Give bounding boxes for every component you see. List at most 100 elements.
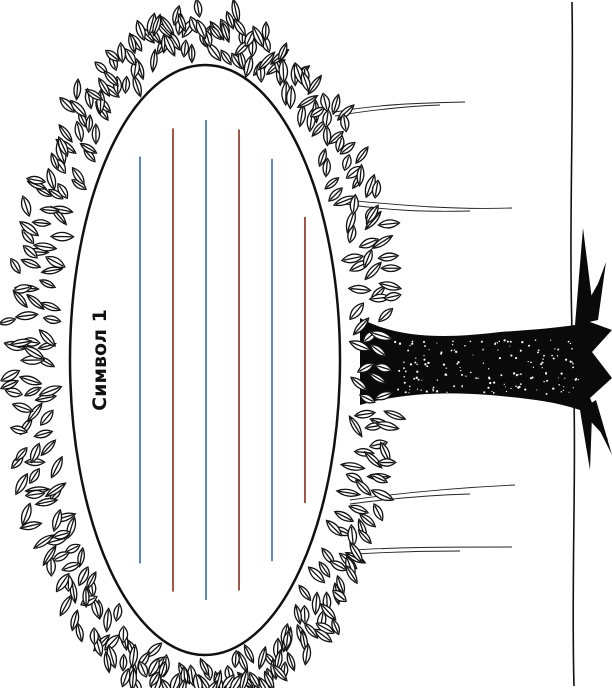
trunk-speckle bbox=[505, 386, 506, 387]
trunk-speckle bbox=[436, 343, 437, 344]
trunk-speckle bbox=[424, 363, 426, 365]
trunk-speckle bbox=[528, 345, 530, 347]
trunk-speckle bbox=[499, 341, 501, 343]
trunk-speckle bbox=[578, 379, 579, 380]
trunk-speckle bbox=[576, 378, 578, 380]
trunk-speckle bbox=[465, 376, 466, 377]
trunk-speckle bbox=[403, 367, 405, 369]
leaf-icon bbox=[103, 608, 112, 632]
trunk-speckle bbox=[524, 389, 526, 391]
trunk-speckle bbox=[570, 343, 571, 344]
trunk-speckle bbox=[497, 349, 498, 350]
trunk-speckle bbox=[557, 355, 558, 356]
trunk-speckle bbox=[507, 341, 509, 343]
trunk-speckle bbox=[489, 382, 491, 384]
leaf-icon bbox=[20, 257, 41, 271]
trunk-speckle bbox=[542, 358, 543, 359]
leaf-icon bbox=[24, 385, 42, 398]
trunk-speckle bbox=[510, 355, 512, 357]
trunk-speckle bbox=[413, 378, 415, 380]
leaf-icon bbox=[19, 373, 43, 387]
trunk-speckle bbox=[415, 358, 416, 359]
leaf-icon bbox=[348, 285, 370, 295]
trunk-speckle bbox=[409, 345, 410, 346]
symbol-label: Символ 1 bbox=[89, 309, 111, 411]
leaf-icon bbox=[378, 219, 400, 229]
leaf-icon bbox=[48, 455, 65, 479]
leaf-icon bbox=[19, 195, 33, 217]
leaf-icon bbox=[73, 79, 81, 100]
trunk-speckle bbox=[568, 341, 570, 343]
trunk-speckle bbox=[564, 378, 565, 379]
leaf-icon bbox=[27, 467, 43, 485]
leaf-icon bbox=[193, 0, 203, 18]
trunk-speckle bbox=[572, 366, 574, 368]
trunk-speckle bbox=[489, 378, 491, 380]
trunk-speckle bbox=[518, 386, 520, 388]
leaf-icon bbox=[122, 76, 130, 93]
leaf-icon bbox=[33, 428, 53, 440]
trunk-speckle bbox=[520, 383, 522, 385]
leaf-icon bbox=[32, 219, 51, 227]
trunk-speckle bbox=[561, 391, 563, 393]
leaf-icon bbox=[39, 438, 58, 457]
trunk-speckle bbox=[542, 367, 543, 368]
trunk-speckle bbox=[394, 341, 396, 343]
trunk-speckle bbox=[453, 385, 455, 387]
trunk-speckle bbox=[421, 380, 422, 381]
trunk-speckle bbox=[423, 355, 424, 356]
trunk-speckle bbox=[543, 381, 544, 382]
trunk-speckle bbox=[552, 387, 554, 389]
trunk-speckle bbox=[409, 389, 410, 390]
trunk-speckle bbox=[407, 350, 409, 352]
leaf-icon bbox=[262, 22, 269, 40]
trunk-speckle bbox=[520, 373, 522, 375]
leaf-icon bbox=[371, 502, 386, 522]
trunk-speckle bbox=[423, 341, 425, 343]
trunk-speckle bbox=[397, 388, 399, 390]
trunk-speckle bbox=[509, 346, 510, 347]
trunk-speckle bbox=[573, 387, 574, 388]
trunk-speckle bbox=[545, 373, 547, 375]
trunk-speckle bbox=[503, 339, 505, 341]
trunk-speckle bbox=[516, 374, 518, 376]
trunk-speckle bbox=[399, 343, 401, 345]
leaf-icon bbox=[150, 49, 159, 72]
trunk-speckle bbox=[470, 341, 472, 343]
trunk-speckle bbox=[412, 341, 414, 343]
trunk-speckle bbox=[457, 361, 459, 363]
trunk-speckle bbox=[530, 361, 532, 363]
trunk-speckle bbox=[405, 370, 407, 372]
leaf-icon bbox=[353, 145, 370, 165]
trunk-speckle bbox=[470, 372, 472, 374]
trunk-speckle bbox=[436, 390, 438, 392]
trunk-speckle bbox=[475, 377, 477, 379]
trunk-speckle bbox=[563, 386, 564, 387]
trunk-speckle bbox=[452, 340, 454, 342]
trunk-speckle bbox=[535, 339, 537, 341]
trunk-speckle bbox=[446, 368, 447, 369]
trunk-speckle bbox=[536, 389, 537, 390]
trunk-speckle bbox=[491, 391, 492, 392]
trunk-speckle bbox=[405, 391, 407, 393]
trunk-speckle bbox=[551, 355, 553, 357]
trunk-speckle bbox=[409, 386, 411, 388]
trunk-speckle bbox=[570, 361, 572, 363]
leaf-icon bbox=[354, 409, 375, 419]
trunk-speckle bbox=[462, 386, 463, 387]
trunk-speckle bbox=[537, 351, 539, 353]
trunk-speckle bbox=[546, 393, 548, 395]
trunk-speckle bbox=[441, 351, 443, 353]
trunk-speckle bbox=[460, 367, 461, 368]
leaf-icon bbox=[180, 40, 189, 57]
trunk-speckle bbox=[426, 390, 428, 392]
trunk-speckle bbox=[426, 365, 428, 367]
trunk-speckle bbox=[546, 380, 548, 382]
trunk-speckle bbox=[461, 374, 463, 376]
leaf-icon bbox=[376, 306, 395, 324]
trunk-speckle bbox=[504, 384, 505, 385]
trunk-speckle bbox=[416, 371, 418, 373]
leaf-icon bbox=[15, 311, 38, 321]
leaf-icon bbox=[120, 654, 127, 670]
trunk-speckle bbox=[513, 372, 515, 374]
